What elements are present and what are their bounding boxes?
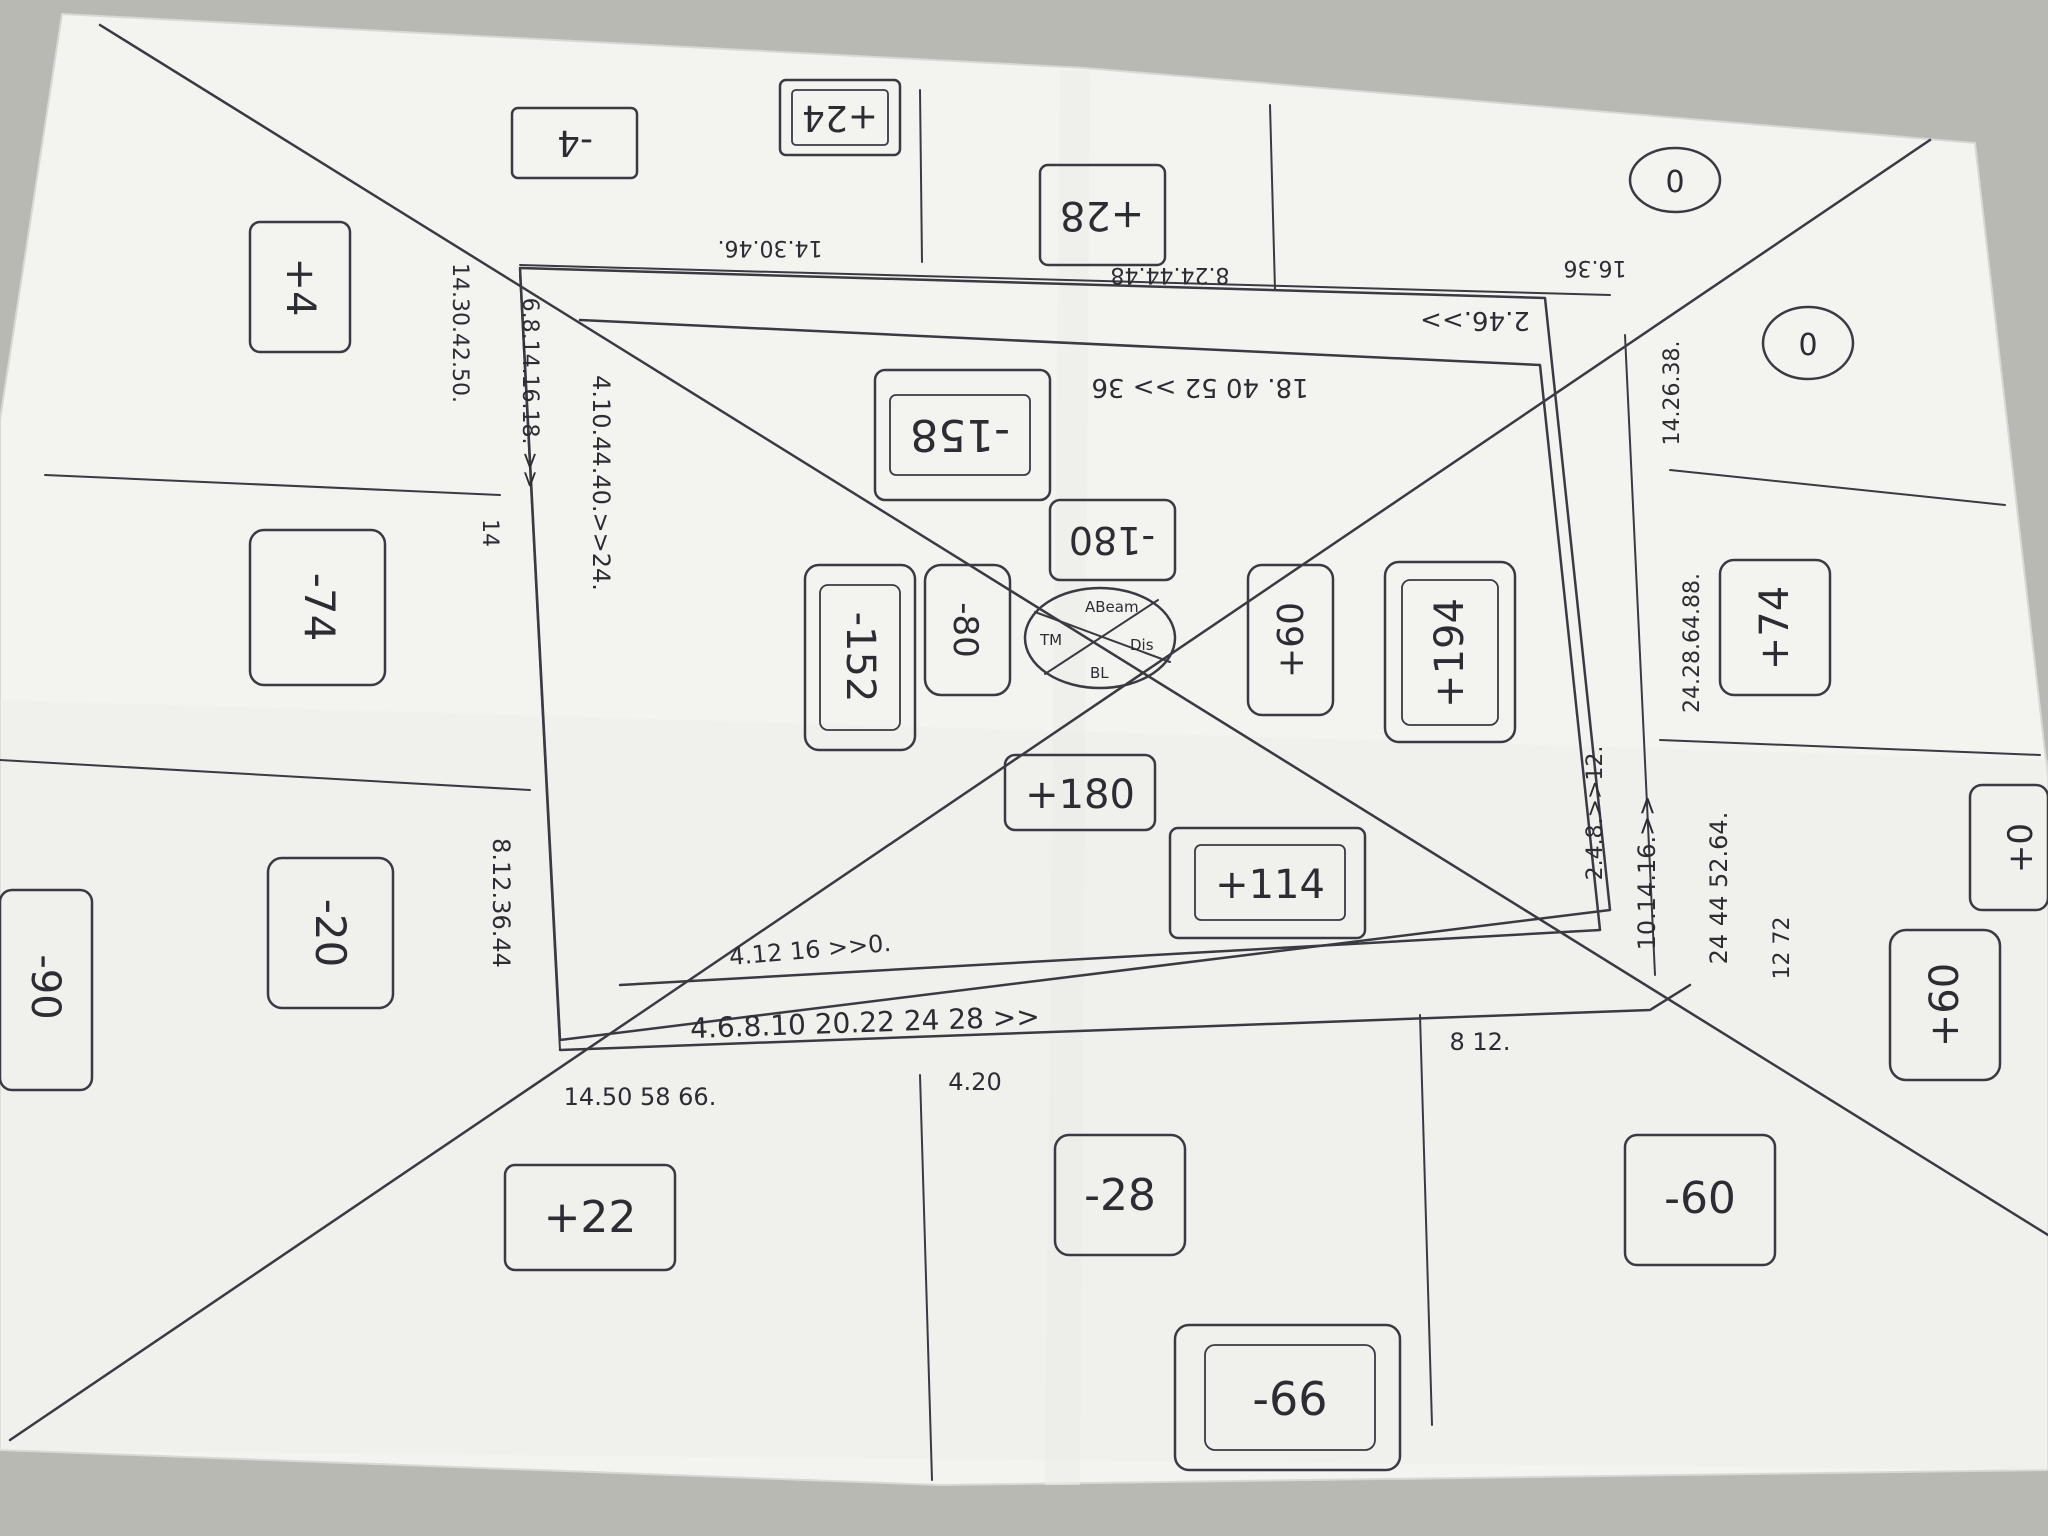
score-box: -74 — [248, 528, 387, 687]
svg-text:+22: +22 — [544, 1192, 637, 1243]
note-right-lower-2: 12 72 — [1770, 917, 1795, 980]
score-box: +28 — [1038, 163, 1167, 267]
score-box: -158 — [873, 368, 1052, 502]
note-left-inner: 6.8.14.16.18. >> — [517, 298, 542, 489]
svg-text:+24: +24 — [802, 97, 878, 138]
center-disc: ABeam TM BL Dis — [1023, 586, 1177, 690]
note-right-top: 14.26.38. — [1660, 341, 1685, 446]
inner-frame-2 — [578, 318, 1602, 987]
paper-background — [0, 12, 2048, 1487]
left-row-line — [0, 759, 531, 791]
score-box: +22 — [503, 1163, 677, 1272]
score-box: -152 — [803, 563, 917, 752]
svg-text:-90: -90 — [22, 954, 68, 1019]
score-box: +0 — [1968, 783, 2048, 912]
svg-text:0: 0 — [1665, 165, 1684, 200]
svg-text:-60: -60 — [1664, 1173, 1736, 1224]
svg-text:-152: -152 — [837, 612, 883, 703]
score-box: 0 — [1761, 305, 1855, 381]
right-row-line — [1659, 739, 2041, 756]
note-left-outer: 14.30.42.50. — [447, 263, 472, 403]
score-box: 0 — [1628, 146, 1722, 214]
svg-text:-180: -180 — [1069, 518, 1155, 562]
note-left-14: 14 — [477, 519, 502, 547]
svg-text:+60: +60 — [1922, 963, 1968, 1047]
svg-text:+180: +180 — [1025, 772, 1135, 818]
score-box: +4 — [248, 220, 352, 354]
svg-text:-158: -158 — [910, 409, 1010, 460]
score-box: -90 — [0, 888, 94, 1092]
score-box: -4 — [510, 106, 639, 180]
note-bottom-mid: 4.20 — [948, 1068, 1001, 1096]
svg-text:-20: -20 — [306, 899, 355, 968]
svg-text:+194: +194 — [1427, 598, 1473, 708]
note-top-left: 14.30.46. — [718, 235, 823, 260]
note-bottom-right: 8 12. — [1449, 1028, 1510, 1056]
top-divider — [919, 89, 923, 263]
score-box: -180 — [1048, 498, 1177, 582]
note-inner-top-b: 18. 40 52 >> 36 — [1091, 372, 1308, 402]
note-top-mid: 8.24.44.48 — [1111, 262, 1230, 287]
svg-text:+74: +74 — [1752, 586, 1798, 670]
note-inner-top-a: 2.46.>> — [1420, 305, 1530, 335]
svg-text:+114: +114 — [1215, 862, 1325, 908]
left-row-line — [44, 474, 501, 496]
inner-bottom-line — [558, 983, 1692, 1052]
right-row-line — [1669, 469, 2006, 506]
score-box: +194 — [1383, 560, 1517, 744]
top-row-line — [519, 264, 1611, 296]
note-left-lower: 8.12.36.44 — [487, 838, 515, 968]
score-box: +24 — [778, 78, 902, 157]
center-label-right: Dis — [1130, 636, 1154, 654]
score-box: -20 — [266, 856, 395, 1010]
note-right-mid-2: 10.14.16.>> — [1633, 796, 1661, 951]
svg-text:+28: +28 — [1060, 192, 1144, 238]
bottom-divider — [1419, 1014, 1433, 1426]
paper-lower-shade — [0, 700, 2048, 1470]
score-box: -28 — [1053, 1133, 1187, 1257]
score-box: -66 — [1173, 1323, 1402, 1472]
score-box: +74 — [1718, 558, 1832, 697]
note-right-lower: 24 44 52.64. — [1705, 812, 1733, 965]
bottom-divider — [919, 1074, 933, 1481]
svg-text:-66: -66 — [1252, 1372, 1327, 1426]
left-col-line — [519, 274, 561, 1051]
center-label-bottom: BL — [1090, 664, 1109, 682]
paper-fold-shade — [1045, 70, 1090, 1485]
svg-text:+60: +60 — [1271, 602, 1312, 678]
svg-text:+0: +0 — [2001, 823, 2041, 873]
score-box: -80 — [923, 563, 1012, 697]
note-bottom-left: 14.50 58 66. — [564, 1083, 717, 1111]
right-col-line — [1624, 334, 1656, 976]
diagonal-line — [98, 23, 2048, 1237]
svg-text:+4: +4 — [277, 258, 323, 317]
svg-text:-4: -4 — [557, 122, 593, 163]
score-box: +114 — [1168, 826, 1367, 940]
diagonal-line — [8, 138, 1932, 1442]
center-label-top: ABeam — [1085, 598, 1139, 616]
center-label-left: TM — [1039, 631, 1062, 649]
score-box: -60 — [1623, 1133, 1777, 1267]
svg-text:0: 0 — [1798, 328, 1817, 363]
note-left-inner-2: 4.10.44.40.>>24. — [587, 375, 615, 591]
svg-text:-80: -80 — [945, 602, 985, 658]
note-top-right: 16.36 — [1564, 255, 1627, 280]
score-box: +180 — [1003, 753, 1157, 832]
score-box: +60 — [1888, 928, 2002, 1082]
svg-text:-74: -74 — [295, 573, 344, 642]
note-right-inner: 2.4.8.>>12. — [1583, 746, 1608, 881]
svg-text:-28: -28 — [1084, 1170, 1156, 1221]
top-divider — [1269, 104, 1276, 291]
note-right-mid: 24.28.64.88. — [1680, 573, 1705, 713]
score-box: +60 — [1246, 563, 1335, 717]
